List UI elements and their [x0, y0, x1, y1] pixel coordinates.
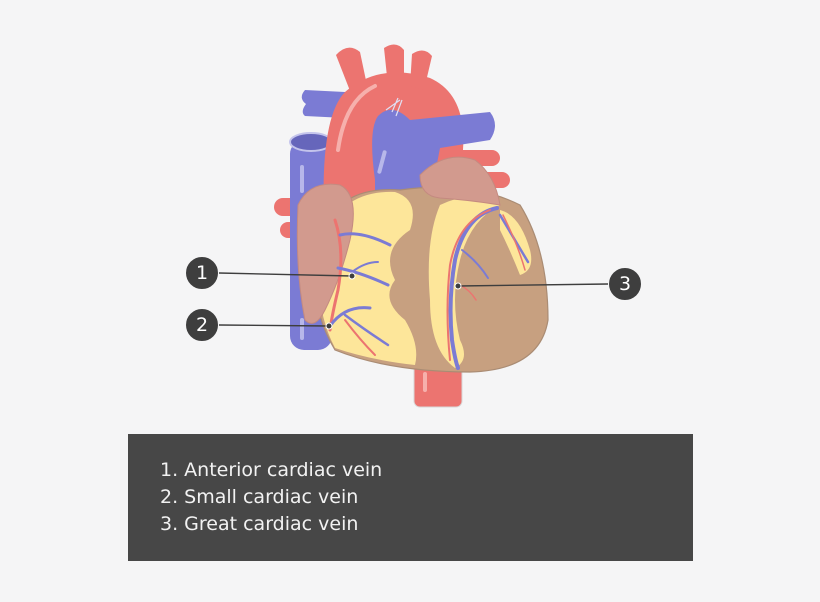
- legend-item-1: 1. Anterior cardiac vein: [160, 459, 383, 481]
- marker-2: 2: [185, 308, 219, 342]
- legend-item-2: 2. Small cardiac vein: [160, 486, 359, 508]
- marker-3: 3: [608, 267, 642, 301]
- marker-1: 1: [185, 256, 219, 290]
- legend-panel: 1. Anterior cardiac vein 2. Small cardia…: [128, 434, 693, 561]
- heart-diagram: 1 2 3: [185, 44, 642, 408]
- leader-lines: [218, 272, 609, 327]
- legend-item-3: 3. Great cardiac vein: [160, 513, 359, 535]
- heart-illustration: [218, 44, 609, 408]
